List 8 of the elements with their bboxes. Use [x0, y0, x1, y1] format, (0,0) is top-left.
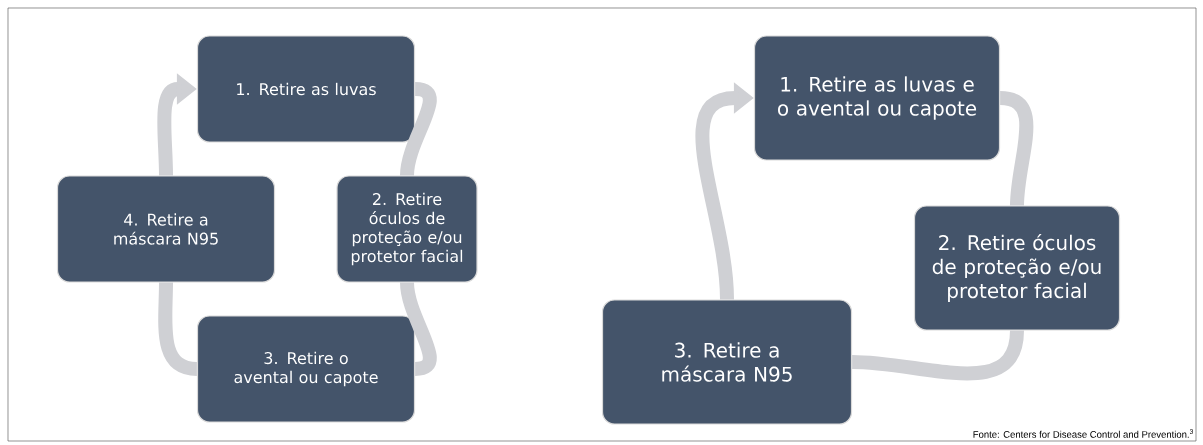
step-box: 1. Retire as luvas — [196, 35, 416, 143]
step-box: 1. Retire as luvas e o avental ou capote — [753, 35, 1001, 161]
source-note: Fonte: Centers for Disease Control and Prevention.$^{3}$ — [973, 429, 1193, 438]
step-box: 3. Retire a máscara N95 — [601, 299, 853, 425]
step-box: 2. Retire óculos de proteção e/ou protetor facial — [913, 205, 1121, 331]
step-box: 4. Retire a máscara N95 — [56, 175, 276, 283]
step-box: 2. Retire óculos de proteção e/ou protetor facial — [336, 175, 478, 283]
step-box: 3. Retire o avental ou capote — [196, 315, 416, 423]
